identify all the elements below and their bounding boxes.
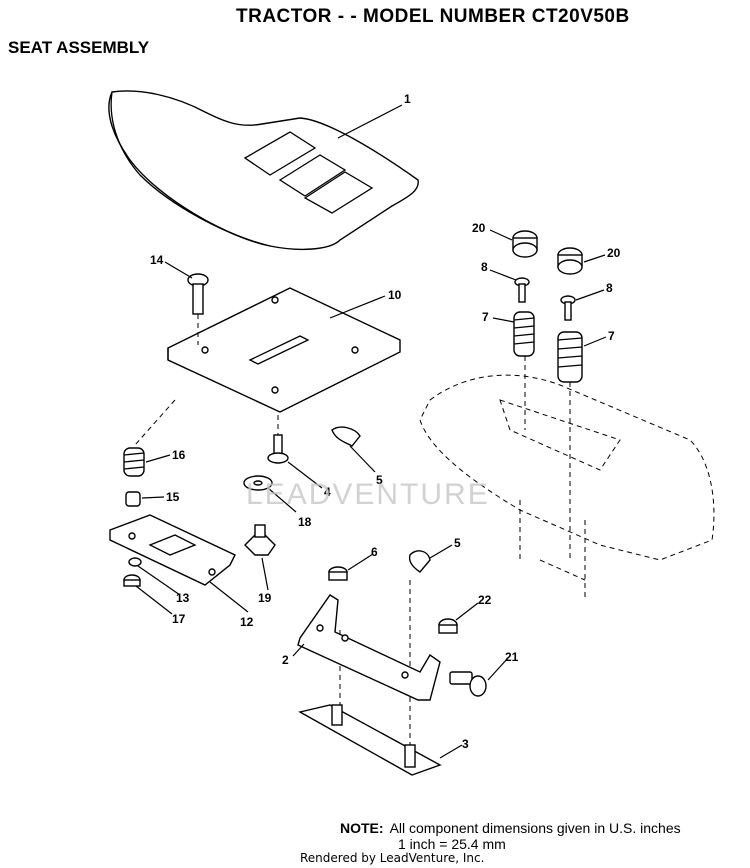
callout-2: 2 — [282, 653, 289, 667]
nut-part[interactable] — [128, 557, 142, 567]
callout-8: 8 — [606, 281, 613, 295]
carriage-bolt-part[interactable] — [187, 273, 209, 315]
shoulder-bolt-part[interactable] — [267, 434, 289, 464]
seat-pan-part[interactable] — [167, 287, 401, 413]
callout-21: 21 — [505, 650, 519, 664]
lock-nut-part[interactable] — [123, 574, 141, 587]
rubber-bumper-part[interactable] — [512, 230, 538, 258]
callout-17: 17 — [172, 612, 186, 626]
callout-7: 7 — [482, 310, 489, 324]
compression-spring-part[interactable] — [513, 311, 535, 357]
callout-20: 20 — [472, 221, 486, 235]
callout-10: 10 — [388, 288, 402, 302]
callout-1: 1 — [404, 92, 411, 106]
dimension-note: NOTE: All component dimensions given in U… — [340, 820, 681, 852]
note-label: NOTE: — [340, 820, 384, 836]
footer-credit: Rendered by LeadVenture, Inc. — [300, 851, 485, 865]
tractor-fender-outline — [419, 374, 715, 600]
callout-19: 19 — [258, 591, 272, 605]
callout-12: 12 — [240, 615, 254, 629]
slide-bracket-part[interactable] — [109, 514, 236, 586]
callout-22: 22 — [478, 593, 492, 607]
clip-part[interactable] — [408, 550, 431, 573]
callout-6: 6 — [371, 545, 378, 559]
callout-16: 16 — [172, 448, 186, 462]
adjustment-knob-part[interactable] — [244, 524, 276, 556]
note-line-2: 1 inch = 25.4 mm — [398, 836, 506, 852]
hex-bolt-part[interactable] — [560, 295, 576, 321]
note-line-1: All component dimensions given in U.S. i… — [389, 820, 681, 836]
callout-7: 7 — [608, 329, 615, 343]
callout-18: 18 — [298, 515, 312, 529]
compression-spring-part[interactable] — [557, 331, 583, 383]
page-title: TRACTOR - - MODEL NUMBER CT20V50B — [236, 6, 630, 27]
clip-part[interactable] — [331, 426, 361, 447]
callout-20: 20 — [607, 246, 621, 260]
washer-part[interactable] — [243, 475, 273, 491]
spacer-part[interactable] — [125, 491, 141, 507]
callout-14: 14 — [150, 253, 164, 267]
hex-bolt-part[interactable] — [514, 277, 530, 303]
lock-nut-part[interactable] — [438, 618, 458, 634]
callout-5: 5 — [454, 536, 461, 550]
seat-support-bracket-part[interactable] — [297, 594, 441, 701]
spring-part[interactable] — [123, 447, 145, 477]
hex-nut-part[interactable] — [328, 566, 348, 581]
callout-4: 4 — [324, 485, 331, 499]
seat-part[interactable] — [108, 90, 419, 251]
shoulder-bolt-part[interactable] — [449, 671, 487, 697]
callout-5: 5 — [376, 473, 383, 487]
rubber-bumper-part[interactable] — [557, 247, 583, 275]
callout-3: 3 — [462, 737, 469, 751]
slide-plate-part[interactable] — [298, 704, 442, 776]
callout-15: 15 — [166, 490, 180, 504]
callout-13: 13 — [176, 591, 190, 605]
watermark-text: LEADVENTURE — [246, 478, 490, 511]
section-title: SEAT ASSEMBLY — [8, 38, 150, 57]
callout-8: 8 — [481, 260, 488, 274]
